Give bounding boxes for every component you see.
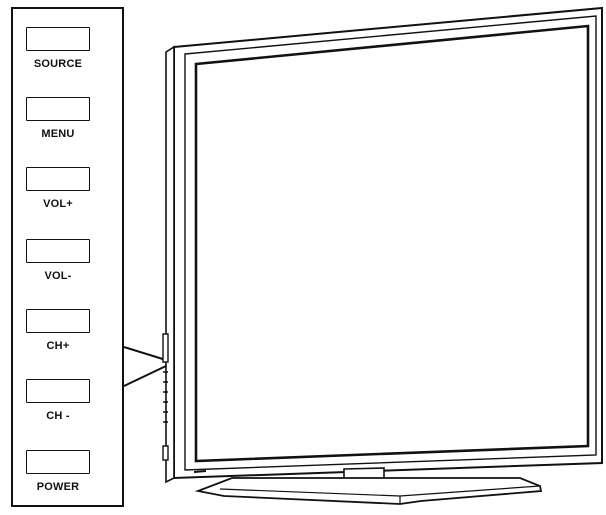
ch-down-button-label: CH - <box>46 410 70 422</box>
vol-up-button-label: VOL+ <box>43 198 73 210</box>
menu-button-group[interactable]: MENU <box>22 97 94 140</box>
vol-down-button-group[interactable]: VOL- <box>22 239 94 282</box>
source-button[interactable] <box>26 27 90 51</box>
tv-stand-base <box>194 477 543 505</box>
menu-button-label: MENU <box>41 128 75 140</box>
tv-bezel-side <box>165 45 175 484</box>
ch-up-button[interactable] <box>26 309 90 333</box>
leader-line-top <box>123 346 167 361</box>
vol-up-button-group[interactable]: VOL+ <box>22 167 94 210</box>
menu-button[interactable] <box>26 97 90 121</box>
source-button-group[interactable]: SOURCE <box>22 27 94 70</box>
power-button-label: POWER <box>36 481 80 493</box>
tv-side-control-housing <box>162 333 169 363</box>
vol-up-button[interactable] <box>26 167 90 191</box>
power-button[interactable] <box>26 450 90 474</box>
source-button-label: SOURCE <box>33 58 83 70</box>
tv-screen <box>194 24 590 463</box>
ch-up-button-group[interactable]: CH+ <box>22 309 94 352</box>
vol-down-button[interactable] <box>26 239 90 263</box>
tv-bezel-inner <box>184 15 597 471</box>
tv-side-port <box>162 445 169 461</box>
vol-down-button-label: VOL- <box>44 270 72 282</box>
ch-down-button-group[interactable]: CH - <box>22 379 94 422</box>
leader-line-bottom <box>123 365 167 387</box>
power-button-group[interactable]: POWER <box>22 450 94 493</box>
ch-down-button[interactable] <box>26 379 90 403</box>
ch-up-button-label: CH+ <box>46 340 70 352</box>
